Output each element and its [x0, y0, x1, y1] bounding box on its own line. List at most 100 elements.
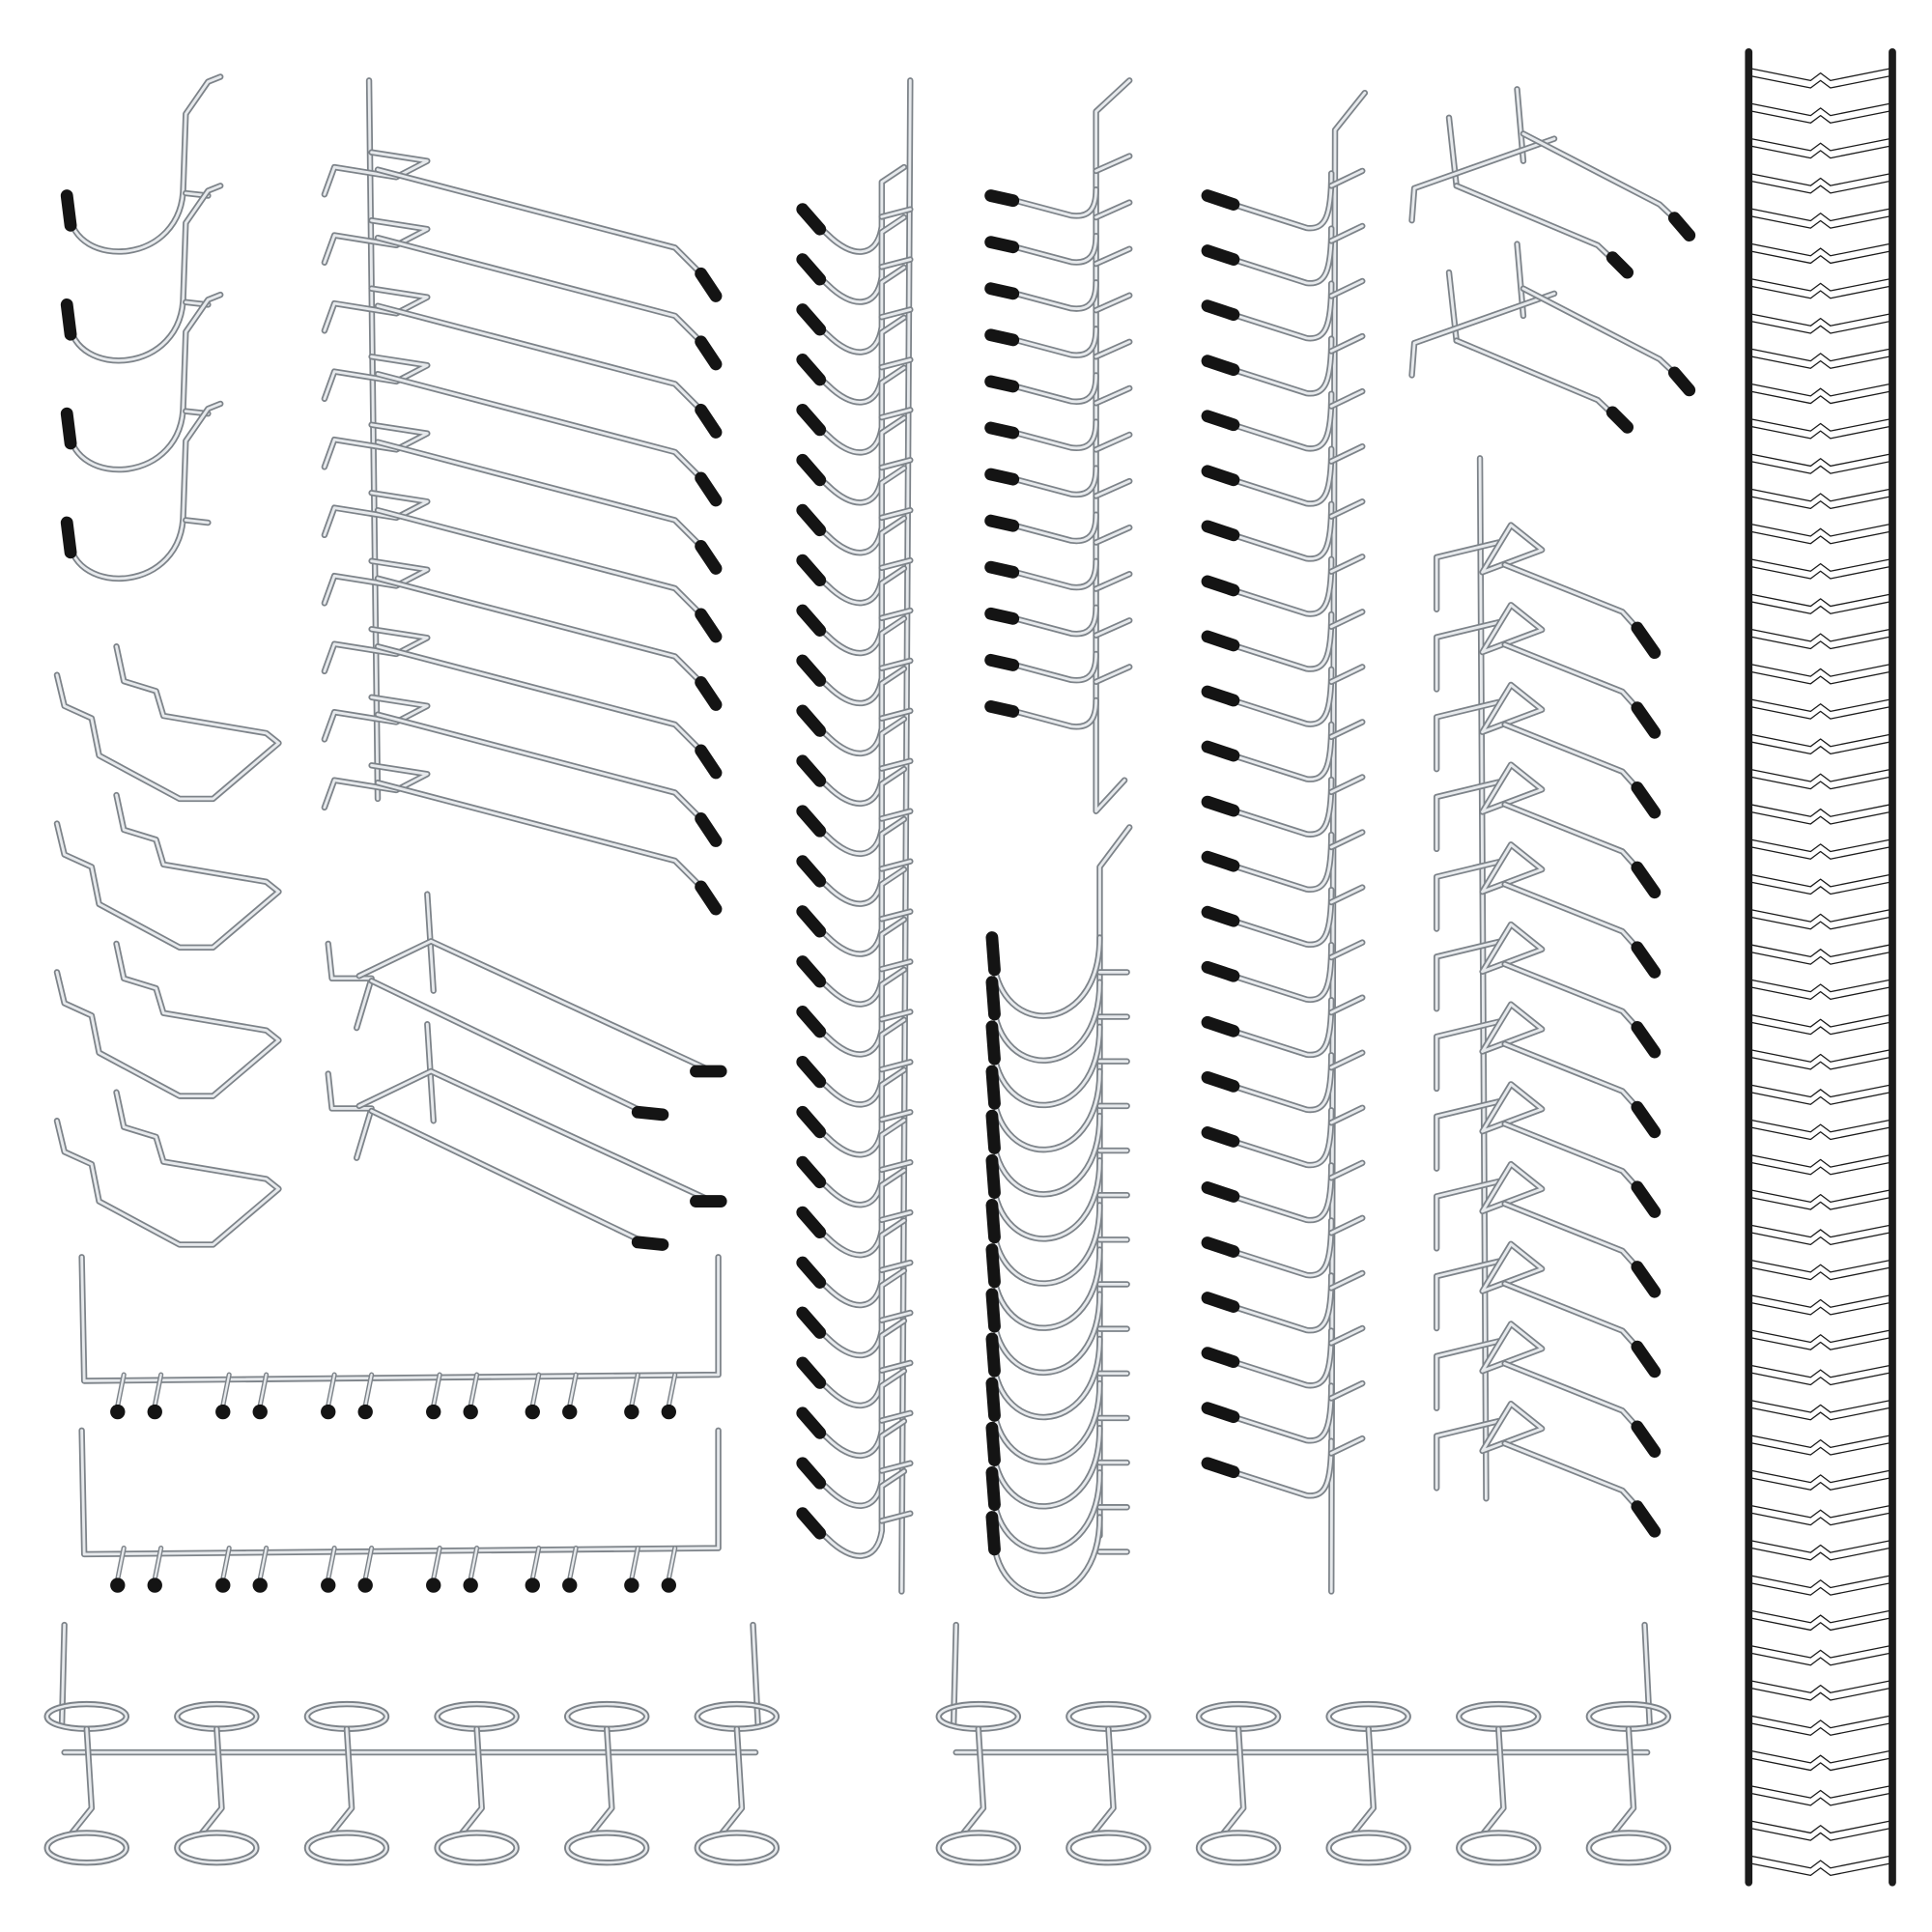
wire — [78, 1254, 722, 1384]
rubber-tip — [985, 931, 1001, 977]
rubber-tip — [984, 236, 1020, 254]
ring-holder — [1065, 1700, 1151, 1866]
rubber-tip — [796, 905, 827, 938]
wire-highlight — [991, 1114, 1101, 1196]
rubber-tip — [1631, 1180, 1662, 1218]
curved-hook — [985, 1421, 1130, 1510]
wire — [53, 791, 282, 951]
medium-hook — [1201, 277, 1366, 342]
wire — [1408, 290, 1558, 379]
rubber-tip — [60, 189, 77, 232]
hook-backbone-rod — [1328, 89, 1369, 1595]
long-hook — [321, 762, 723, 916]
rubber-tip — [695, 403, 723, 439]
rubber-tip — [525, 1577, 540, 1593]
strip-segment — [1747, 488, 1893, 510]
medium-hook — [1201, 442, 1366, 507]
wire-highlight — [1435, 1099, 1500, 1171]
rubber-tip — [1605, 251, 1634, 279]
wire-highlight — [1435, 1260, 1500, 1330]
top-ring-highlight — [176, 1702, 258, 1731]
wire — [1433, 619, 1502, 693]
bottom-ring-highlight — [1587, 1832, 1670, 1864]
wire-highlight — [995, 652, 1098, 682]
loop-hook — [53, 1089, 282, 1248]
wire — [1501, 1360, 1648, 1439]
wire-highlight — [460, 1727, 484, 1834]
ring-holder — [1325, 1700, 1411, 1866]
wire-highlight — [880, 558, 912, 570]
wire-highlight — [995, 234, 1098, 264]
wire-highlight — [323, 287, 429, 332]
wire-highlight — [880, 1060, 912, 1071]
wire-highlight — [1481, 1003, 1544, 1053]
medium-hook — [1201, 498, 1366, 562]
rubber-tip — [1631, 1021, 1662, 1059]
strip-segment — [1747, 803, 1893, 825]
short-hook — [796, 1467, 914, 1559]
wire-highlight — [55, 1091, 280, 1246]
rubber-tip — [215, 1577, 231, 1593]
wire-highlight — [1521, 132, 1684, 227]
short-hook — [984, 571, 1133, 638]
wire-highlight — [803, 1068, 906, 1156]
wire-highlight — [1435, 940, 1500, 1010]
wire — [1433, 1338, 1502, 1411]
wire-highlight — [1481, 923, 1544, 974]
top-ring-highlight — [1457, 1702, 1540, 1731]
long-hook — [321, 285, 723, 439]
wire-highlight — [1329, 1271, 1364, 1290]
rubber-tip — [796, 754, 827, 787]
wire — [1433, 859, 1502, 932]
strip-segment — [1747, 943, 1893, 965]
rubber-tip — [695, 608, 723, 643]
rubber-tip — [796, 1457, 827, 1490]
wire-highlight — [1094, 665, 1131, 684]
rubber-tip — [631, 1105, 669, 1122]
medium-hook-column — [1201, 89, 1369, 1595]
hook-backbone-rod — [1093, 77, 1133, 814]
curved-hook — [985, 1109, 1130, 1198]
angled-hook-pair — [325, 891, 727, 1122]
wire — [53, 940, 282, 1099]
wire-highlight — [1435, 1340, 1500, 1410]
wire-highlight — [880, 960, 912, 971]
rubber-tip — [796, 303, 827, 336]
wire-highlight — [259, 1547, 268, 1580]
wire-highlight — [995, 513, 1098, 543]
rubber-tip — [1631, 1500, 1662, 1538]
wire — [1501, 801, 1648, 880]
j-hook-group — [60, 73, 224, 582]
rubber-tip — [60, 516, 77, 559]
rubber-tip — [1631, 1100, 1662, 1139]
wire-highlight — [1329, 1051, 1364, 1069]
wire-highlight — [1094, 155, 1131, 173]
j-hook — [60, 73, 224, 255]
rubber-tip — [426, 1404, 441, 1420]
wire-highlight — [1521, 287, 1684, 383]
rubber-tip — [984, 282, 1020, 300]
short-hook — [796, 716, 914, 807]
wire-highlight — [367, 78, 380, 801]
double-hook-group — [1408, 86, 1696, 434]
top-ring-highlight — [436, 1702, 518, 1731]
rubber-tip — [1631, 781, 1662, 819]
wire — [355, 1067, 716, 1205]
strip-segment — [1747, 979, 1893, 1000]
wire — [1433, 1258, 1502, 1332]
rubber-tip — [985, 1288, 1001, 1333]
bottom-ring-highlight — [565, 1832, 648, 1864]
rubber-tip — [985, 1243, 1001, 1289]
wire-highlight — [991, 1337, 1101, 1419]
long-straight-hook-group — [321, 77, 723, 916]
wire-highlight — [880, 709, 912, 721]
wire-highlight — [991, 1516, 1101, 1598]
short-hook — [796, 1267, 914, 1359]
wire-highlight — [432, 1547, 441, 1580]
rubber-tip — [796, 1055, 827, 1089]
wire-highlight — [1482, 1727, 1505, 1834]
long-hook — [321, 149, 723, 302]
wire-highlight — [880, 508, 912, 520]
strip-segment — [1747, 1855, 1893, 1877]
